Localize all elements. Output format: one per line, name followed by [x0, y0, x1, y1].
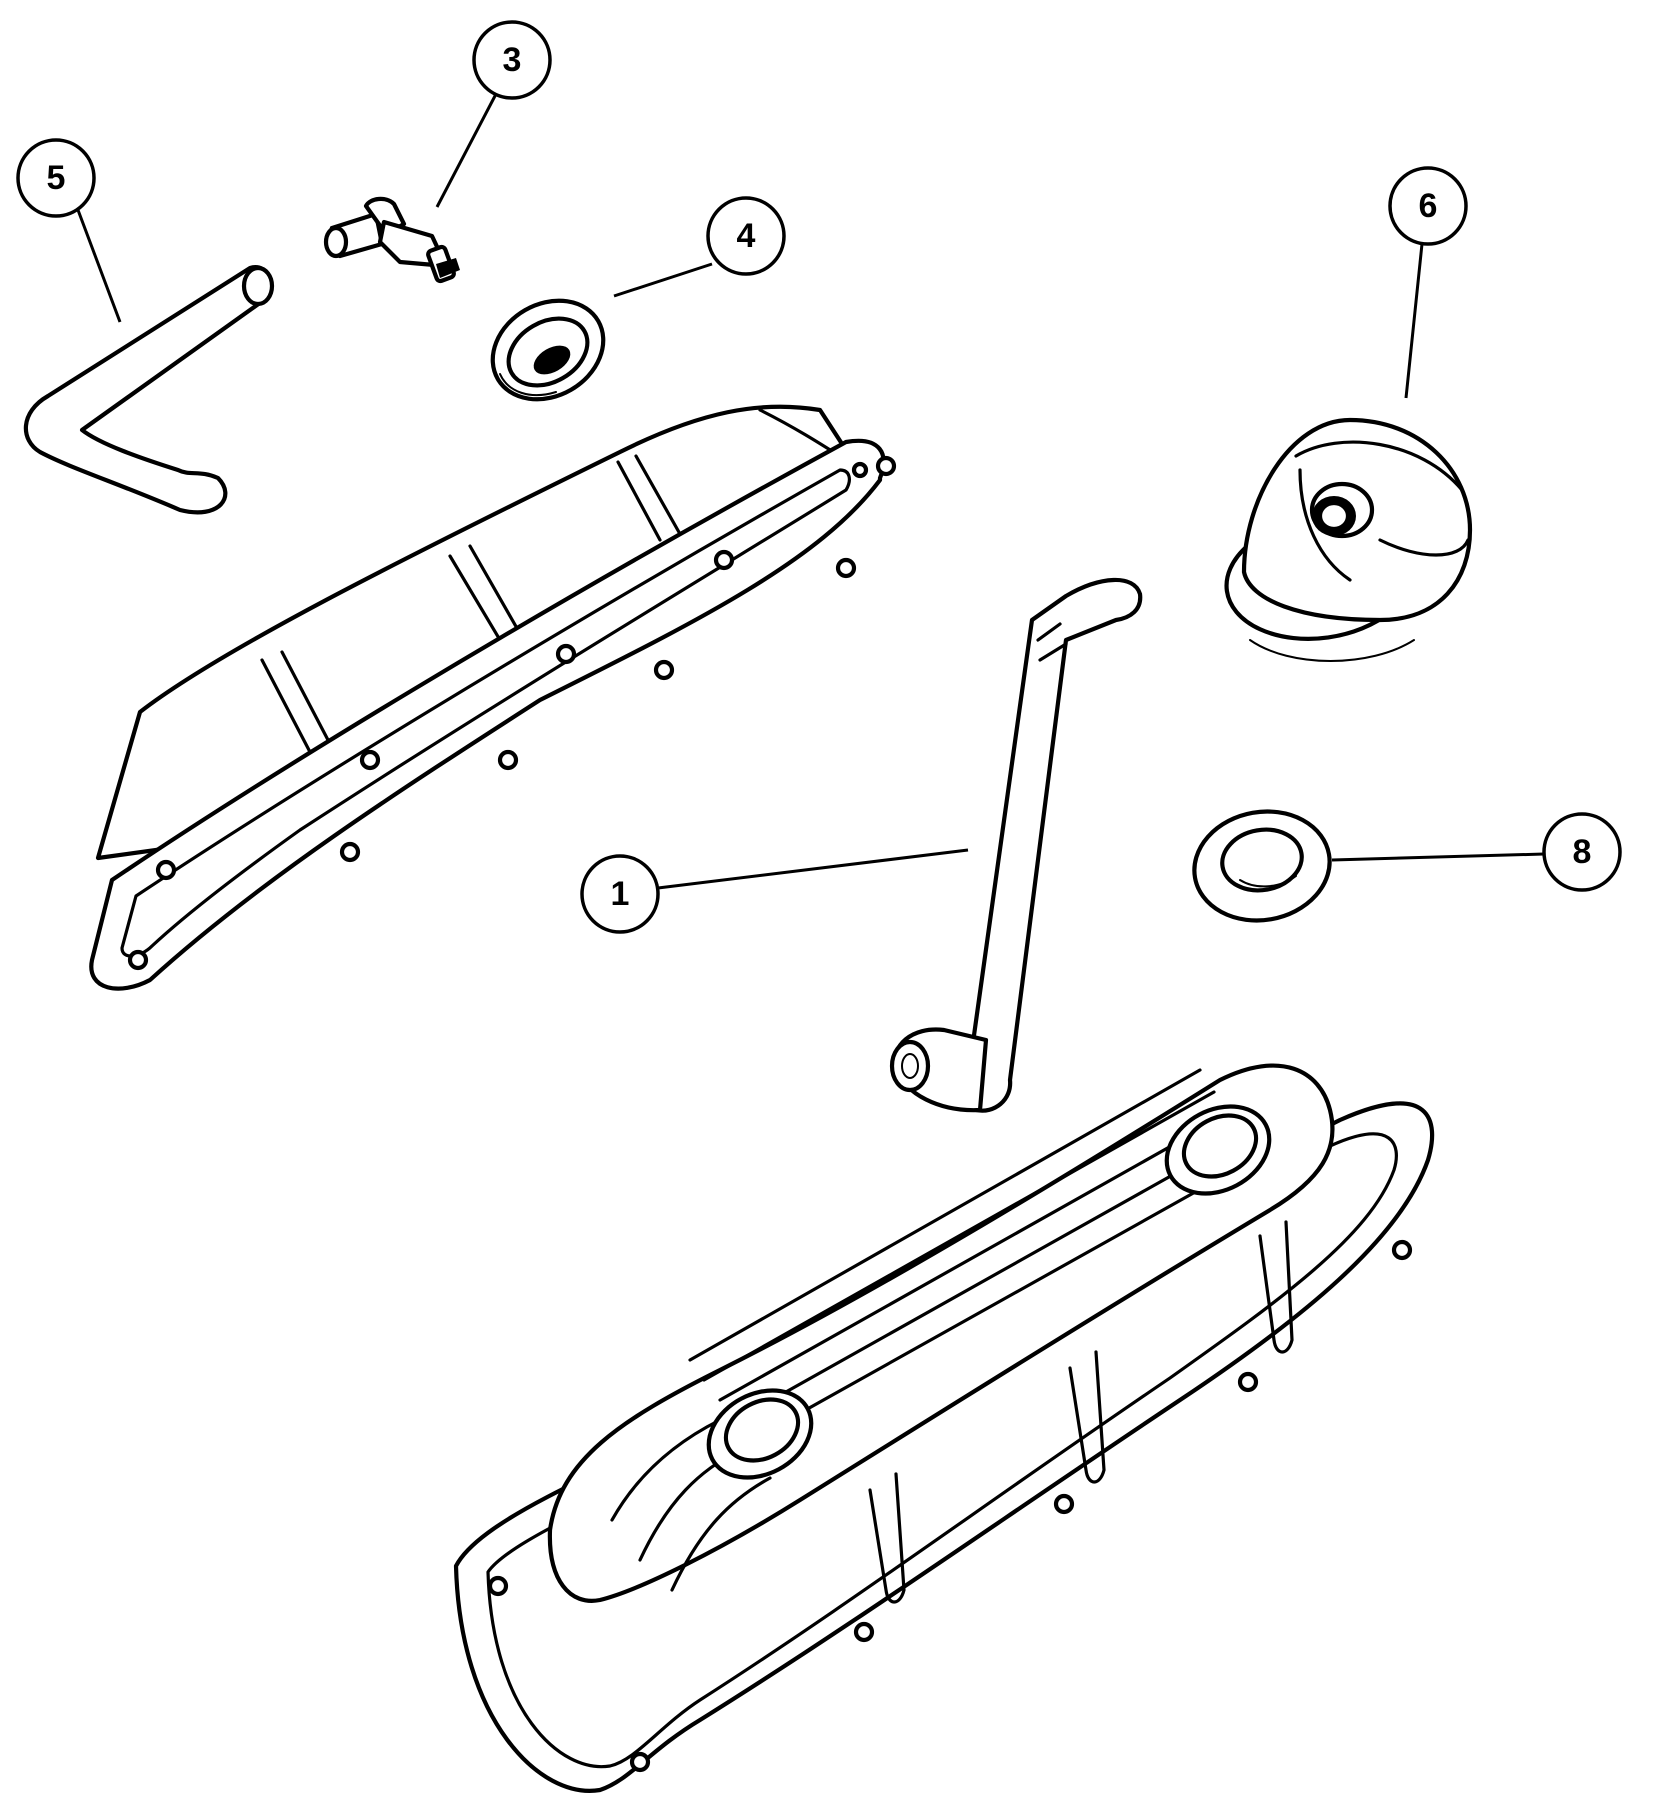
callout-1: 1	[580, 854, 660, 934]
callout-6: 6	[1388, 166, 1468, 246]
callout-4: 4	[706, 196, 786, 276]
valve-part-3	[323, 196, 460, 284]
leader-8	[1331, 852, 1545, 862]
leader-4	[613, 262, 713, 298]
leader-6	[1404, 243, 1424, 399]
callout-5: 5	[16, 138, 96, 218]
callout-8: 8	[1542, 812, 1622, 892]
valve-cover-lower	[453, 1063, 1435, 1793]
leader-1	[657, 848, 969, 890]
callout-8-label: 8	[1573, 833, 1592, 871]
tube-part-1	[889, 577, 1143, 1113]
breather-cap-part-6	[1224, 417, 1473, 662]
hose-part-5	[23, 265, 275, 515]
grommet-part-8	[1192, 809, 1332, 923]
callout-3: 3	[472, 20, 552, 100]
callout-6-label: 6	[1419, 187, 1438, 225]
leader-5	[76, 209, 122, 323]
callout-3-label: 3	[503, 41, 522, 79]
callout-1-label: 1	[611, 875, 630, 913]
callout-5-label: 5	[47, 159, 66, 197]
grommet-part-4	[490, 298, 606, 402]
callout-4-label: 4	[737, 217, 756, 255]
leader-3	[435, 93, 498, 208]
gasket-and-cover-upper	[89, 404, 897, 991]
